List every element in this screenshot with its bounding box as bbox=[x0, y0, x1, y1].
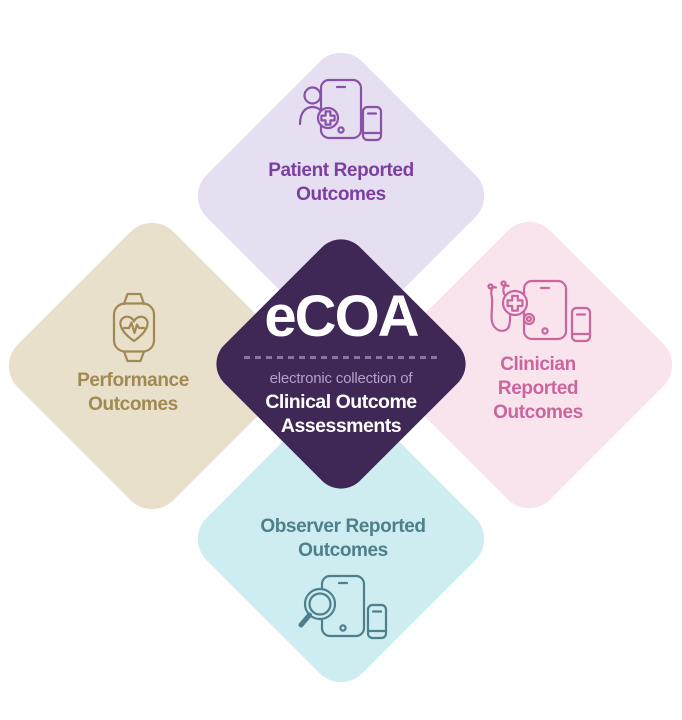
label-line: Outcomes bbox=[88, 394, 178, 415]
label-line: Outcomes bbox=[296, 184, 386, 205]
magnifier-devices-icon bbox=[296, 574, 390, 644]
ecoa-center-tile bbox=[205, 228, 477, 500]
clinician-reported-outcomes-label: Clinician Reported Outcomes bbox=[458, 353, 618, 425]
ecoa-title: eCOA bbox=[264, 284, 419, 349]
smartwatch-heartbeat-icon bbox=[107, 291, 161, 365]
performance-outcomes-label: Performance Outcomes bbox=[33, 369, 233, 417]
label-line: Reported bbox=[497, 378, 579, 399]
dashed-divider bbox=[244, 356, 438, 359]
label-line: Outcomes bbox=[493, 402, 583, 423]
label-line: Performance bbox=[77, 370, 189, 391]
label-line: Outcomes bbox=[298, 540, 388, 561]
observer-reported-outcomes-label: Observer Reported Outcomes bbox=[223, 515, 463, 563]
patient-devices-icon bbox=[297, 78, 385, 146]
label-line: Clinical Outcome bbox=[265, 391, 417, 413]
ecoa-subtitle: electronic collection of bbox=[269, 370, 413, 387]
ecoa-description: Clinical Outcome Assessments bbox=[231, 390, 451, 438]
label-line: Clinician bbox=[500, 354, 576, 375]
patient-reported-outcomes-label: Patient Reported Outcomes bbox=[221, 159, 461, 207]
label-line: Patient Reported bbox=[268, 160, 414, 181]
stethoscope-devices-icon bbox=[486, 279, 592, 347]
label-line: Observer Reported bbox=[260, 516, 426, 537]
label-line: Assessments bbox=[280, 415, 402, 437]
